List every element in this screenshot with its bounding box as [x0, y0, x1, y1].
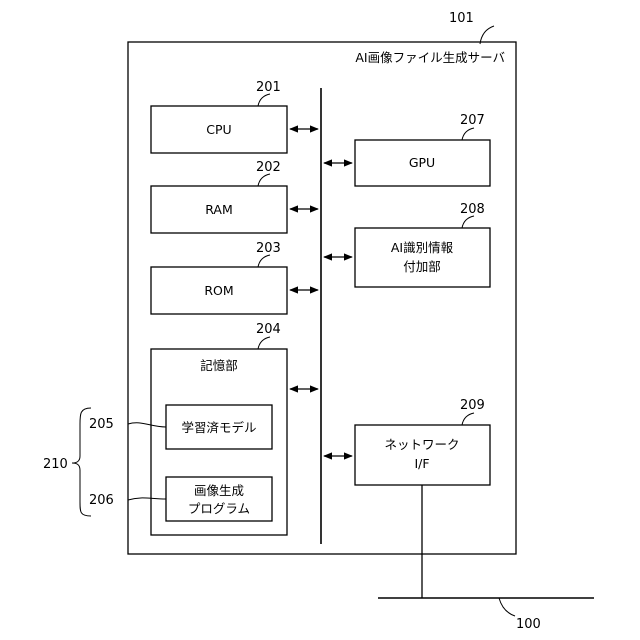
- ram-label: RAM: [205, 202, 233, 217]
- learned-model-block: 学習済モデル: [166, 405, 272, 449]
- network-if-ref-number: 209: [460, 398, 485, 413]
- cpu-label: CPU: [206, 122, 231, 137]
- learned-model-label: 学習済モデル: [181, 420, 256, 435]
- network-ref-number: 100: [516, 617, 541, 632]
- ai-id-label-line1: AI識別情報: [391, 240, 454, 255]
- ai-id-ref-number: 208: [460, 202, 485, 217]
- server-ref: 101: [449, 11, 494, 44]
- learned-model-ref-number: 205: [89, 417, 114, 432]
- server-ref-number: 101: [449, 11, 474, 26]
- network-ref: 100: [499, 598, 541, 632]
- image-program-label-line1: 画像生成: [194, 483, 244, 498]
- storage-ref-number: 204: [256, 322, 281, 337]
- server-title: AI画像ファイル生成サーバ: [355, 50, 505, 65]
- rom-block: ROM: [151, 267, 287, 314]
- group-bracket: 210: [43, 408, 91, 516]
- rom-label: ROM: [204, 283, 233, 298]
- group-ref-number: 210: [43, 457, 68, 472]
- rom-ref-number: 203: [256, 241, 281, 256]
- network-if-block: ネットワーク I/F: [355, 425, 490, 485]
- network-if-label-line2: I/F: [414, 456, 429, 471]
- cpu-ref-number: 201: [256, 80, 281, 95]
- image-program-label-line2: プログラム: [188, 501, 250, 516]
- ram-block: RAM: [151, 186, 287, 233]
- image-program-block: 画像生成 プログラム: [166, 477, 272, 521]
- gpu-label: GPU: [409, 155, 435, 170]
- image-program-ref-number: 206: [89, 493, 114, 508]
- gpu-block: GPU: [355, 140, 490, 186]
- cpu-block: CPU: [151, 106, 287, 153]
- storage-label: 記憶部: [200, 358, 238, 373]
- ram-ref-number: 202: [256, 160, 281, 175]
- ai-id-label-line2: 付加部: [403, 259, 441, 274]
- ai-id-block: AI識別情報 付加部: [355, 228, 490, 287]
- gpu-ref-number: 207: [460, 113, 485, 128]
- network-if-label-line1: ネットワーク: [384, 437, 459, 452]
